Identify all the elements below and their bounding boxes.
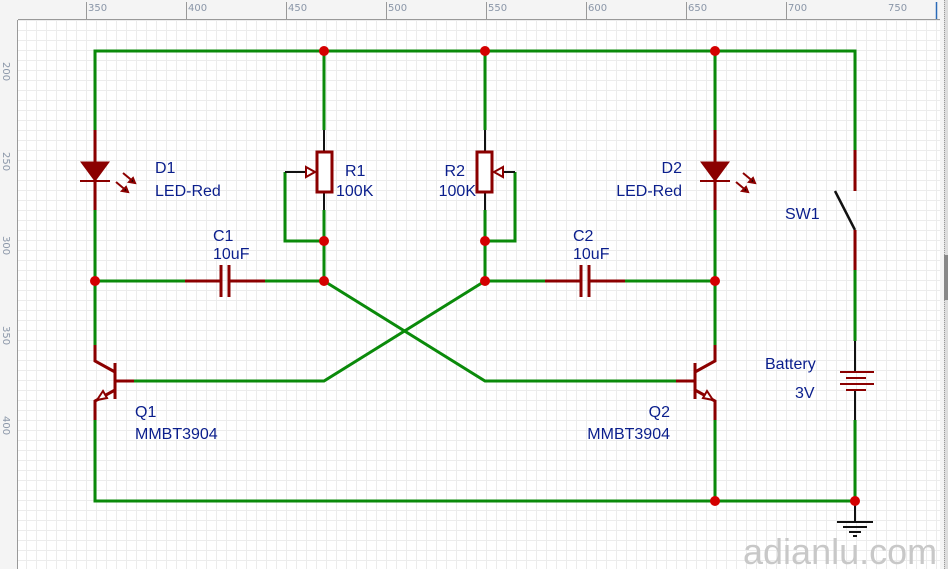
q2-ref: Q2 [649,404,670,421]
junction-dot [480,46,490,56]
ruler-top [0,0,940,20]
q2-value: MMBT3904 [587,426,670,443]
ruler-left [0,0,18,569]
ruler-label: 200 [0,62,11,81]
r1-value: 100K [336,183,374,200]
ruler-label: 650 [688,3,707,14]
r1-ref: R1 [345,163,366,180]
junctions [90,46,860,506]
ruler-label: 400 [0,416,11,435]
c2-ref: C2 [573,228,594,245]
battery-ref: Battery [765,356,816,373]
ruler-label: 250 [0,152,11,171]
light-emission-icon [115,172,137,194]
junction-dot [319,276,329,286]
d1-value: LED-Red [155,183,221,200]
ruler-top-ticks [18,2,940,20]
junction-dot [710,496,720,506]
ruler-label: 700 [788,3,807,14]
d2-value: LED-Red [616,183,682,200]
watermark: adianlu.com [743,531,937,569]
ruler-label: 450 [288,3,307,14]
ruler-label: 350 [0,326,11,345]
r2-ref: R2 [445,163,466,180]
scrollbar-thumb[interactable] [944,255,948,300]
capacitor-c1[interactable] [185,265,265,297]
wires [93,49,857,503]
battery[interactable] [840,341,874,420]
junction-dot [710,276,720,286]
junction-dot [710,46,720,56]
ruler-label: 550 [488,3,507,14]
junction-dot [319,236,329,246]
potentiometer-r2[interactable] [475,130,515,210]
schematic-canvas[interactable] [18,20,940,569]
d2-ref: D2 [662,160,683,177]
led-d1[interactable] [80,130,137,210]
ruler-label: 750 [888,3,907,14]
potentiometer-r1[interactable] [285,130,334,210]
q1-value: MMBT3904 [135,426,218,443]
light-emission-icon [735,172,757,194]
q1-ref: Q1 [135,404,156,421]
ruler-label: 500 [388,3,407,14]
c1-value: 10uF [213,246,250,263]
junction-dot [480,236,490,246]
junction-dot [850,496,860,506]
transistor-q2[interactable] [676,345,717,420]
battery-value: 3V [795,385,815,402]
c1-ref: C1 [213,228,234,245]
ruler-label: 400 [188,3,207,14]
junction-dot [480,276,490,286]
sw1-ref: SW1 [785,206,820,223]
ruler-label: 600 [588,3,607,14]
ruler-label: 300 [0,236,11,255]
led-d2[interactable] [700,130,757,210]
ruler-label: 350 [88,3,107,14]
junction-dot [90,276,100,286]
c2-value: 10uF [573,246,610,263]
capacitor-c2[interactable] [545,265,625,297]
junction-dot [319,46,329,56]
d1-ref: D1 [155,160,176,177]
r2-value: 100K [439,183,477,200]
switch-sw1[interactable] [833,150,857,270]
transistor-q1[interactable] [93,345,134,420]
